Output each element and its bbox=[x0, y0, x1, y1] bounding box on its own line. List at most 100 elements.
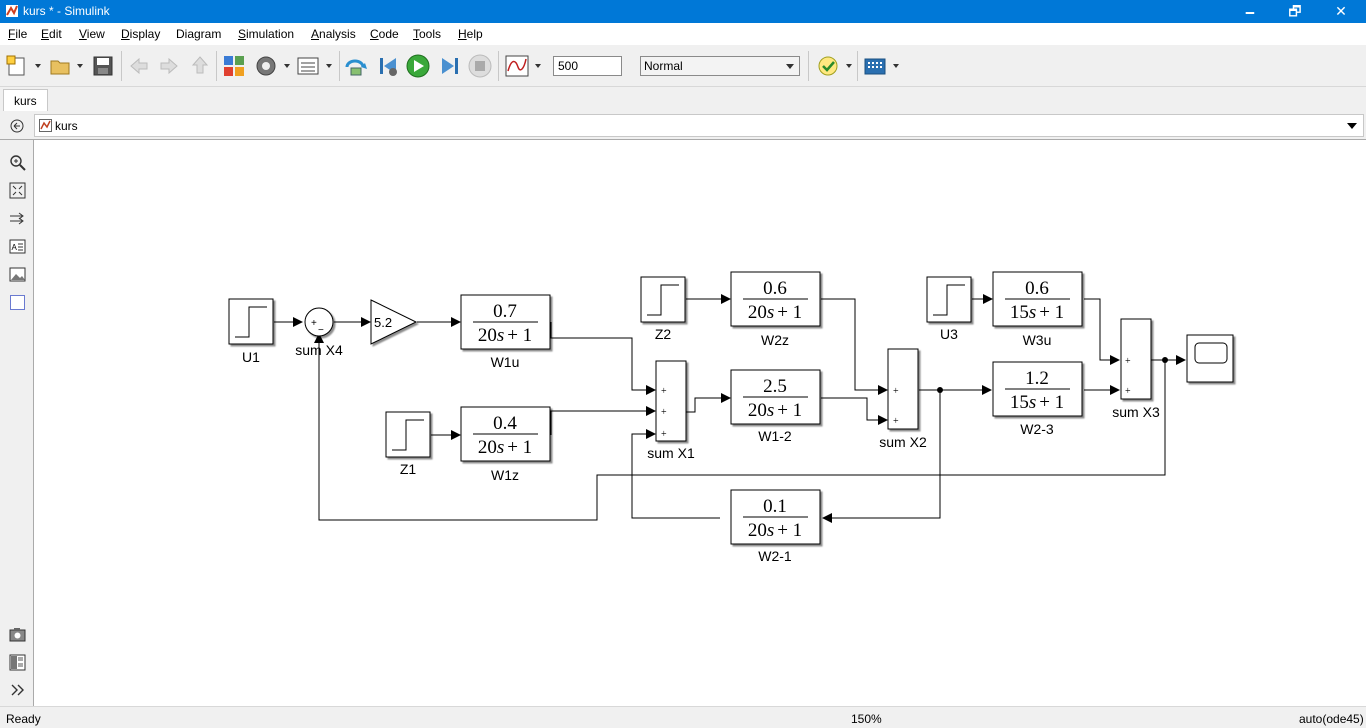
solver-indicator[interactable]: auto(ode45) bbox=[1299, 712, 1364, 726]
hide-explorer-icon[interactable] bbox=[10, 119, 24, 133]
transfer-fcn-W1u[interactable]: 0.7 20s+ 1 W1u bbox=[460, 294, 551, 370]
step-back-icon[interactable] bbox=[376, 53, 402, 79]
up-arrow-icon[interactable] bbox=[189, 53, 211, 79]
svg-text:2.5: 2.5 bbox=[763, 376, 787, 397]
svg-text:15s+ 1: 15s+ 1 bbox=[1010, 392, 1064, 413]
minimize-button[interactable]: 🗕 bbox=[1245, 3, 1255, 19]
block-label-Z2: Z2 bbox=[655, 326, 672, 342]
restore-button[interactable]: 🗗 bbox=[1288, 3, 1302, 19]
new-model-icon[interactable] bbox=[6, 53, 44, 79]
title-bar: kurs * - Simulink 🗕 🗗 ✕ bbox=[0, 0, 1366, 23]
menu-edit[interactable]: Edit bbox=[41, 27, 62, 41]
image-icon[interactable] bbox=[9, 266, 26, 283]
svg-text:−: − bbox=[318, 325, 324, 336]
svg-text:1.2: 1.2 bbox=[1025, 368, 1049, 389]
svg-text:20s+ 1: 20s+ 1 bbox=[478, 325, 532, 346]
transfer-fcn-W2-3[interactable]: 1.2 15s+ 1 W2-3 bbox=[992, 361, 1083, 437]
menu-bar: File Edit View Display Diagram Simulatio… bbox=[0, 23, 1366, 45]
svg-text:+: + bbox=[1125, 356, 1131, 367]
run-simulation-icon[interactable] bbox=[405, 53, 431, 79]
block-label-W1u: W1u bbox=[491, 354, 520, 370]
library-browser-icon[interactable] bbox=[222, 53, 246, 79]
model-config-gear-icon[interactable] bbox=[253, 53, 293, 79]
area-icon[interactable] bbox=[9, 294, 26, 311]
build-model-icon[interactable] bbox=[863, 53, 903, 79]
model-browser-icon[interactable] bbox=[9, 654, 26, 671]
open-folder-icon[interactable] bbox=[49, 53, 89, 79]
model-path-breadcrumb[interactable]: kurs bbox=[34, 114, 1364, 137]
block-label-sumX2: sum X2 bbox=[879, 434, 927, 450]
block-label-W1-2: W1-2 bbox=[758, 428, 792, 444]
stop-time-input[interactable] bbox=[553, 56, 622, 76]
block-label-W2-1: W2-1 bbox=[758, 548, 792, 564]
sum-block-X4[interactable]: + − sum X4 bbox=[295, 307, 343, 358]
block-label-Z1: Z1 bbox=[400, 461, 417, 477]
explorer-bar: kurs bbox=[0, 111, 1366, 140]
step-block-U1[interactable]: U1 bbox=[228, 298, 274, 365]
block-label-U1: U1 bbox=[242, 349, 260, 365]
menu-file[interactable]: File bbox=[8, 27, 28, 41]
menu-display[interactable]: Display bbox=[121, 27, 161, 41]
simulation-data-inspector-icon[interactable] bbox=[504, 53, 546, 79]
svg-text:20s+ 1: 20s+ 1 bbox=[748, 400, 802, 421]
svg-text:0.6: 0.6 bbox=[1025, 278, 1049, 299]
svg-text:20s+ 1: 20s+ 1 bbox=[478, 437, 532, 458]
sum-block-X2[interactable]: + + sum X2 bbox=[879, 348, 927, 450]
model-explorer-icon[interactable] bbox=[296, 53, 336, 79]
block-label-sumX1: sum X1 bbox=[647, 445, 695, 461]
chevron-down-icon bbox=[786, 64, 794, 69]
signal-lines[interactable] bbox=[274, 294, 1186, 523]
block-label-W1z: W1z bbox=[491, 467, 519, 483]
step-block-U3[interactable]: U3 bbox=[926, 276, 972, 342]
menu-diagram[interactable]: Diagram bbox=[176, 27, 222, 41]
block-label-sumX4: sum X4 bbox=[295, 342, 343, 358]
transfer-fcn-W2-1[interactable]: 0.1 20s+ 1 W2-1 bbox=[730, 489, 821, 564]
back-arrow-icon[interactable] bbox=[128, 53, 150, 79]
save-icon[interactable] bbox=[92, 53, 114, 79]
forward-arrow-icon[interactable] bbox=[158, 53, 180, 79]
svg-text:0.7: 0.7 bbox=[493, 301, 517, 322]
fit-to-view-icon[interactable] bbox=[9, 182, 26, 199]
sum-block-X3[interactable]: + + sum X3 bbox=[1112, 318, 1160, 420]
block-label-U3: U3 bbox=[940, 326, 958, 342]
transfer-fcn-W2z[interactable]: 0.6 20s+ 1 W2z bbox=[730, 271, 821, 348]
svg-text:0.6: 0.6 bbox=[763, 278, 787, 299]
block-diagram[interactable]: U1 Z1 Z2 U3 + − sum X4 5.2 0.7 20s+ 1 W1… bbox=[35, 141, 1366, 706]
menu-simulation[interactable]: Simulation bbox=[238, 27, 295, 41]
svg-text:+: + bbox=[1125, 386, 1131, 397]
svg-text:+: + bbox=[893, 416, 899, 427]
step-forward-icon[interactable] bbox=[437, 53, 463, 79]
step-block-Z2[interactable]: Z2 bbox=[640, 276, 686, 342]
gain-block[interactable]: 5.2 bbox=[370, 299, 418, 345]
block-label-W2z: W2z bbox=[761, 332, 789, 348]
hide-show-arrows-icon[interactable] bbox=[9, 210, 26, 227]
model-canvas[interactable]: U1 Z1 Z2 U3 + − sum X4 5.2 0.7 20s+ 1 W1… bbox=[35, 141, 1366, 706]
tab-kurs[interactable]: kurs bbox=[3, 89, 48, 111]
svg-text:+: + bbox=[311, 318, 317, 329]
model-advisor-check-icon[interactable] bbox=[816, 53, 856, 79]
chevron-down-icon[interactable] bbox=[1347, 123, 1357, 129]
camera-icon[interactable] bbox=[9, 626, 26, 643]
transfer-fcn-W1-2[interactable]: 2.5 20s+ 1 W1-2 bbox=[730, 369, 821, 444]
menu-tools[interactable]: Tools bbox=[413, 27, 442, 41]
svg-text:+: + bbox=[893, 386, 899, 397]
menu-analysis[interactable]: Analysis bbox=[311, 27, 356, 41]
annotation-icon[interactable]: A bbox=[9, 238, 26, 255]
transfer-fcn-W3u[interactable]: 0.6 15s+ 1 W3u bbox=[992, 271, 1083, 348]
scope-block[interactable] bbox=[1186, 334, 1234, 383]
update-diagram-icon[interactable] bbox=[343, 53, 369, 79]
simulation-mode-select[interactable]: Normal bbox=[640, 56, 800, 76]
block-label-W2-3: W2-3 bbox=[1020, 421, 1054, 437]
menu-view[interactable]: View bbox=[79, 27, 105, 41]
svg-text:+: + bbox=[661, 407, 667, 418]
zoom-in-icon[interactable] bbox=[9, 154, 26, 171]
sum-block-X1[interactable]: + + + sum X1 bbox=[647, 360, 695, 461]
menu-code[interactable]: Code bbox=[370, 27, 399, 41]
menu-help[interactable]: Help bbox=[458, 27, 483, 41]
step-block-Z1[interactable]: Z1 bbox=[385, 411, 431, 477]
close-button[interactable]: ✕ bbox=[1335, 3, 1347, 19]
transfer-fcn-W1z[interactable]: 0.4 20s+ 1 W1z bbox=[460, 406, 551, 483]
expand-palette-icon[interactable] bbox=[9, 682, 26, 699]
stop-simulation-icon[interactable] bbox=[467, 53, 493, 79]
toolbar: Normal bbox=[0, 45, 1366, 87]
